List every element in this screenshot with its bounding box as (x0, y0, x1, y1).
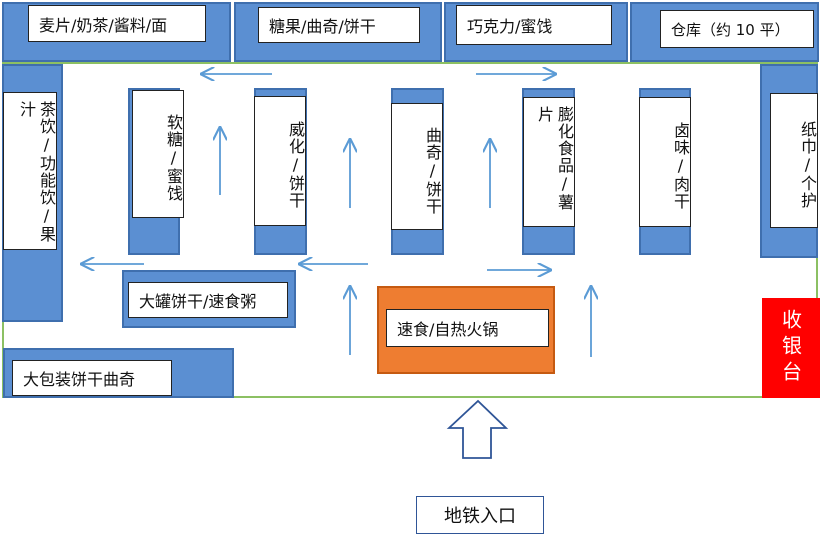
label-puffed: 膨化食品/薯片 (523, 97, 575, 227)
label-cereal: 麦片/奶茶/酱料/面 (28, 5, 206, 42)
label-canned: 大罐饼干/速食粥 (128, 282, 288, 318)
cashier-counter: 收银台 (762, 298, 820, 398)
label-soft-candy: 软糖/蜜饯 (132, 90, 184, 218)
label-braised: 卤味/肉干 (639, 97, 691, 227)
label-fast-food: 速食/自热火锅 (386, 309, 549, 347)
label-warehouse: 仓库（约 10 平） (660, 10, 814, 48)
label-candy: 糖果/曲奇/饼干 (258, 7, 420, 43)
subway-entrance-label: 地铁入口 (416, 496, 544, 534)
label-tissue: 纸巾/个护 (770, 93, 818, 228)
entrance-arrow (446, 399, 509, 459)
label-chocolate: 巧克力/蜜饯 (456, 5, 612, 45)
label-bulk: 大包装饼干曲奇 (12, 360, 172, 396)
label-cookie: 曲奇/饼干 (391, 103, 443, 230)
label-drinks: 茶饮/功能饮/果汁 (3, 92, 57, 250)
label-wafer: 威化/饼干 (254, 96, 306, 226)
